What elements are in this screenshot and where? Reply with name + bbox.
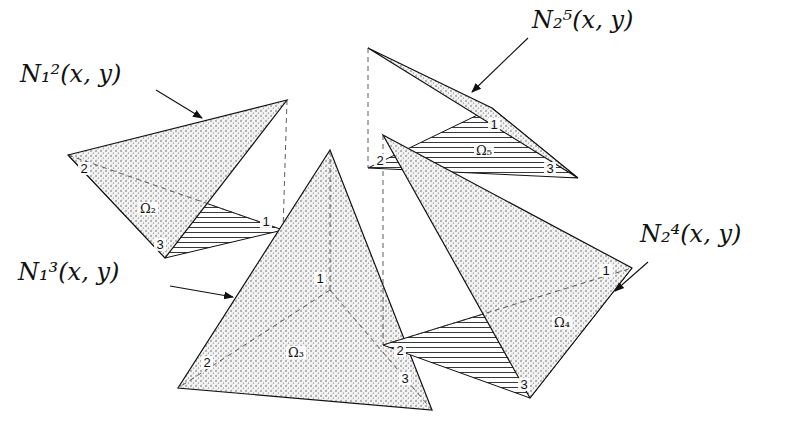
element-omega-4 <box>383 135 632 398</box>
node-number: 1 <box>314 272 325 285</box>
shape-function-label: N₁³(x, y) <box>18 260 119 284</box>
element-label: Ω₄ <box>552 316 572 329</box>
shape-function-label: N₁²(x, y) <box>20 62 121 86</box>
node-number: 1 <box>260 215 271 228</box>
node-number: 3 <box>544 162 555 175</box>
shape-function-label: N₂⁵(x, y) <box>532 8 633 32</box>
node-number: 3 <box>154 238 165 251</box>
node-number: 2 <box>394 344 405 357</box>
node-number: 2 <box>201 356 212 369</box>
node-number: 1 <box>488 118 499 131</box>
element-label: Ω₃ <box>286 346 306 359</box>
element-omega-2 <box>68 100 287 258</box>
node-number: 3 <box>518 378 529 391</box>
node-number: 3 <box>399 372 410 385</box>
node-number: 2 <box>374 154 385 167</box>
element-omega-3 <box>178 150 432 410</box>
node-number: 2 <box>78 162 89 175</box>
element-label: Ω₂ <box>138 202 158 215</box>
shape-function-label: N₂⁴(x, y) <box>640 222 741 246</box>
element-label: Ω₅ <box>474 144 494 157</box>
leader-arrows <box>156 38 648 297</box>
node-number: 1 <box>600 264 611 277</box>
